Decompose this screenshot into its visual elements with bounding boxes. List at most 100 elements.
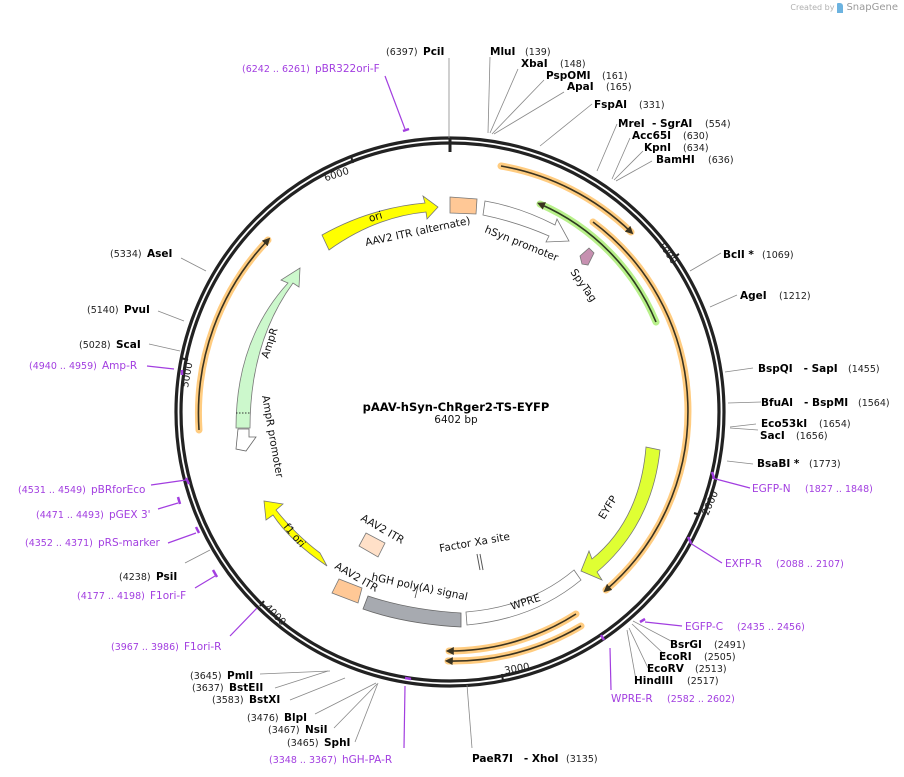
svg-text:(554): (554) (705, 119, 731, 130)
svg-text:(2435 .. 2456): (2435 .. 2456) (737, 622, 805, 633)
svg-text:(1654): (1654) (819, 419, 851, 430)
feature-ori[interactable]: ori (321, 194, 439, 251)
enzyme-bcli[interactable]: BclI *(1069) (723, 249, 794, 261)
primer-exfp-r[interactable]: EXFP-R(2088 .. 2107) (725, 558, 844, 570)
primer-f1ori-f[interactable]: (4177 .. 4198)F1ori-F (77, 590, 186, 602)
svg-text:(636): (636) (708, 155, 734, 166)
enzyme-bstxi[interactable]: (3583)BstXI (212, 694, 280, 706)
svg-text:EGFP-C: EGFP-C (685, 621, 723, 633)
svg-text:EcoRI: EcoRI (659, 651, 692, 663)
enzyme-saci[interactable]: SacI(1656) (760, 430, 828, 442)
svg-text:Eco53kI: Eco53kI (761, 418, 807, 430)
feature-aav2-itr[interactable]: AAV2 ITR (331, 560, 380, 604)
svg-text:(3465): (3465) (287, 738, 319, 749)
enzyme-ecorv[interactable]: EcoRV(2513) (647, 663, 727, 675)
enzyme-mrei-sgrai[interactable]: MreI - SgrAI(554) (618, 118, 731, 130)
svg-text:Acc65I: Acc65I (632, 130, 671, 142)
tick-label-5000: 5000 (180, 362, 195, 389)
svg-text:(3637): (3637) (192, 683, 224, 694)
enzyme-acc65i[interactable]: Acc65I(630) (632, 130, 709, 142)
feature-f1-ori[interactable]: f1 ori (263, 500, 328, 567)
primer-prs-marker[interactable]: (4352 .. 4371)pRS-marker (25, 537, 161, 549)
svg-text:(4940 .. 4959): (4940 .. 4959) (29, 361, 97, 372)
enzyme-bspqi-sapi[interactable]: BspQI - SapI(1455) (758, 363, 880, 375)
svg-text:(3476): (3476) (247, 713, 279, 724)
primer-leaders (146, 75, 751, 749)
svg-text:(4531 .. 4549): (4531 .. 4549) (18, 485, 86, 496)
enzyme-pcii[interactable]: (6397)PciI (386, 46, 444, 58)
svg-text:(331): (331) (639, 100, 665, 111)
enzyme-bsabi[interactable]: BsaBI *(1773) (757, 458, 841, 470)
enzyme-kpni[interactable]: KpnI(634) (644, 142, 709, 154)
enzyme-eco53ki[interactable]: Eco53kI (1654) (761, 418, 851, 430)
svg-text:(6397): (6397) (386, 47, 418, 58)
svg-text:NsiI: NsiI (305, 724, 328, 736)
svg-text:PmlI: PmlI (227, 670, 253, 682)
svg-text:(3467): (3467) (268, 725, 300, 736)
svg-text:(161): (161) (602, 71, 628, 82)
svg-text:BamHI: BamHI (656, 154, 695, 166)
feature-label-factor-xa: Factor Xa site (438, 531, 510, 555)
primer-egfp-n[interactable]: EGFP-N(1827 .. 1848) (752, 483, 873, 495)
svg-text:WPRE-R: WPRE-R (611, 693, 653, 705)
enzyme-nsii[interactable]: (3467) NsiI (268, 724, 328, 736)
feature-wpre[interactable]: WPRE (465, 569, 582, 626)
primer-f1ori-r[interactable]: (3967 .. 3986)F1ori-R (111, 641, 221, 653)
svg-text:(165): (165) (606, 82, 632, 93)
svg-text:SphI: SphI (324, 737, 350, 749)
primer-hgh-pa-r[interactable]: (3348 .. 3367)hGH-PA-R (269, 754, 392, 766)
enzyme-paer7i-xhoi[interactable]: PaeR7I - XhoI(3135) (472, 753, 598, 765)
svg-text:EcoRV: EcoRV (647, 663, 685, 675)
enzyme-pspomi[interactable]: PspOMI(161) (546, 70, 628, 82)
svg-text:BsrGI: BsrGI (670, 639, 702, 651)
svg-text:HindIII: HindIII (634, 675, 673, 687)
primer-pbrforeco[interactable]: (4531 .. 4549) pBRforEco (18, 484, 145, 496)
svg-text:(4352 .. 4371): (4352 .. 4371) (25, 538, 93, 549)
enzyme-mlui[interactable]: MluI(139) (490, 46, 551, 58)
enzyme-apai[interactable]: ApaI(165) (567, 81, 632, 93)
primer-egfp-c[interactable]: EGFP-C (2435 .. 2456) (685, 621, 805, 633)
svg-text:(634): (634) (683, 143, 709, 154)
enzyme-sphi[interactable]: (3465) SphI (287, 737, 350, 749)
primer-wpre-r[interactable]: WPRE-R(2582 .. 2602) (611, 693, 735, 705)
svg-text:BfuAI - BspMI: BfuAI - BspMI (761, 397, 848, 409)
primer-pgex-3[interactable]: (4471 .. 4493)pGEX 3' (36, 509, 151, 521)
svg-text:(3967 .. 3986): (3967 .. 3986) (111, 642, 179, 653)
feature-hgh-polya-signal[interactable]: hGH poly(A) signal (362, 571, 469, 628)
feature-eyfp[interactable]: EYFP (580, 446, 661, 581)
svg-text:BstXI: BstXI (249, 694, 280, 706)
enzyme-hindiii[interactable]: HindIII(2517) (634, 675, 719, 687)
primer-pbr322ori-f[interactable]: (6242 .. 6261)pBR322ori-F (242, 63, 380, 75)
svg-text:(139): (139) (525, 47, 551, 58)
feature-spytag[interactable]: SpyTag (568, 247, 599, 304)
enzyme-bfuai-bspmi[interactable]: BfuAI - BspMI(1564) (761, 397, 890, 409)
svg-text:(4471 .. 4493): (4471 .. 4493) (36, 510, 104, 521)
svg-text:(1773): (1773) (809, 459, 841, 470)
enzyme-agei[interactable]: AgeI(1212) (740, 290, 811, 302)
orf-arcs (194, 162, 692, 666)
enzyme-ecori[interactable]: EcoRI(2505) (659, 651, 736, 663)
svg-text:(1455): (1455) (848, 364, 880, 375)
enzyme-asei[interactable]: (5334)AseI (110, 248, 172, 260)
svg-text:XbaI: XbaI (521, 58, 548, 70)
enzyme-bamhi[interactable]: BamHI (636) (656, 154, 734, 166)
svg-text:PaeR7I - XhoI: PaeR7I - XhoI (472, 753, 559, 765)
enzyme-scai[interactable]: (5028)ScaI (79, 339, 141, 351)
feature-factor-xa-site[interactable]: Factor Xa site (438, 531, 511, 571)
enzyme-xbai[interactable]: XbaI(148) (521, 58, 586, 70)
enzyme-bsrgi[interactable]: BsrGI(2491) (670, 639, 746, 651)
feature-aav2-itr-2[interactable]: AAV2 ITR (358, 512, 407, 558)
enzyme-psii[interactable]: (4238)PsiI (119, 571, 177, 583)
enzyme-pmli[interactable]: (3645)PmlI (190, 670, 253, 682)
svg-text:pBRforEco: pBRforEco (91, 484, 145, 496)
primer-amp-r[interactable]: (4940 .. 4959)Amp-R (29, 360, 137, 372)
svg-text:PvuI: PvuI (124, 304, 150, 316)
enzyme-fspai[interactable]: FspAI(331) (594, 99, 665, 111)
enzyme-pvui[interactable]: (5140)PvuI (87, 304, 150, 316)
svg-text:(1069): (1069) (762, 250, 794, 261)
enzyme-bsteii[interactable]: (3637)BstEII (192, 682, 263, 694)
svg-text:BlpI: BlpI (284, 712, 307, 724)
svg-text:(4177 .. 4198): (4177 .. 4198) (77, 591, 145, 602)
enzyme-blpi[interactable]: (3476) BlpI (247, 712, 307, 724)
credit-brand: SnapGene (846, 2, 898, 13)
